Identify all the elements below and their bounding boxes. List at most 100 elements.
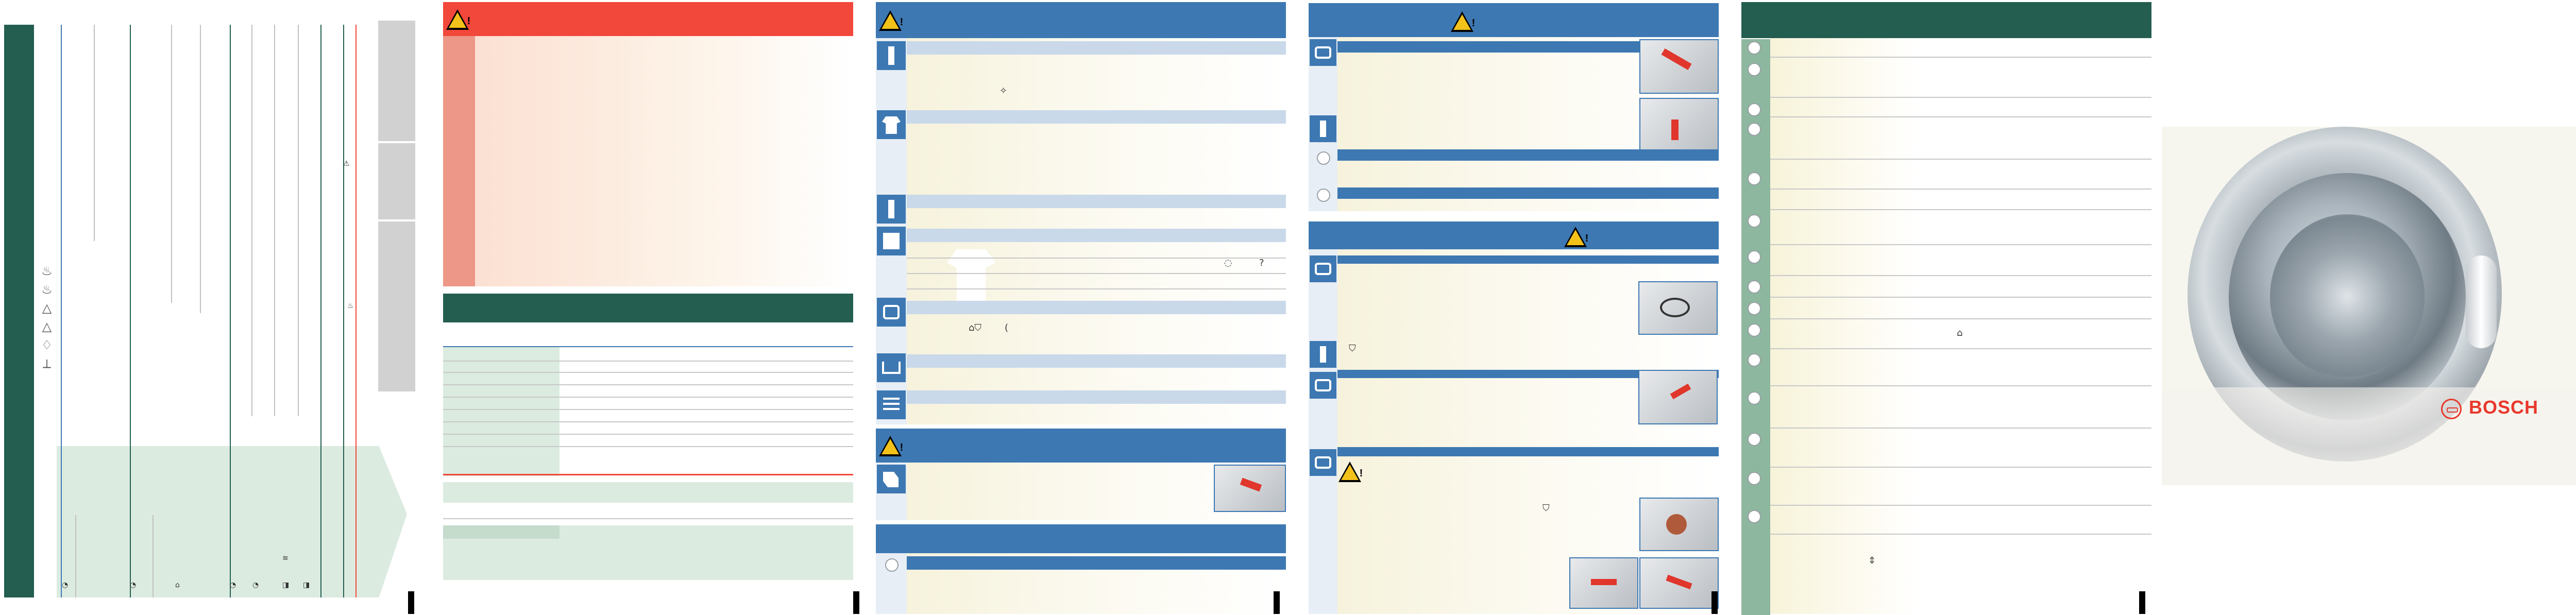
grey-box <box>378 221 415 391</box>
label-row <box>907 288 1286 289</box>
subheader-bar <box>1337 187 1719 199</box>
crop-mark <box>1711 591 1718 614</box>
table-row <box>443 518 853 519</box>
radio-circle-icon <box>1748 63 1761 76</box>
info-icon <box>1310 341 1336 368</box>
radio-circle-icon <box>1748 123 1761 136</box>
subheader-bar <box>907 390 1286 404</box>
warning-header <box>1309 3 1719 37</box>
radio-circle-icon <box>1748 41 1761 55</box>
column-line <box>251 25 252 416</box>
care-symbols-icon: ♨♨△△♢⟂ <box>41 264 53 371</box>
list-divider <box>1770 189 2151 190</box>
subheader-bar <box>1337 255 1719 264</box>
maintenance-photo <box>1569 557 1638 609</box>
grey-box <box>378 21 415 141</box>
subheader-bar <box>1337 41 1667 53</box>
detergent-icon <box>877 465 906 493</box>
radio-circle-icon <box>1748 323 1761 337</box>
symbol-icon: ◌ <box>1224 258 1232 268</box>
column-line <box>75 515 76 597</box>
red-rule <box>443 474 853 475</box>
list-divider <box>1770 57 2151 58</box>
panel-cover: BOSCH <box>2162 127 2576 485</box>
warning-sidebar <box>443 36 475 286</box>
table-row <box>443 446 853 447</box>
subheader-bar <box>907 41 1286 55</box>
symbol-icon: ◔ <box>62 581 69 589</box>
panel-maintenance: ! ! ⛉ ! ⛉ <box>1309 0 1721 614</box>
maintenance-photo <box>1639 39 1719 94</box>
radio-circle-icon <box>1748 433 1761 446</box>
list-divider <box>1770 534 2151 535</box>
radio-circle-icon <box>1748 250 1761 264</box>
list-divider <box>1770 318 2151 319</box>
radio-circle-icon <box>1748 172 1761 185</box>
info-icon <box>1310 115 1336 142</box>
table-row <box>443 409 853 410</box>
symbol-icon: ◔ <box>230 581 236 589</box>
maintenance-photo <box>1639 498 1719 551</box>
info-icon <box>877 195 906 224</box>
symbol-icon: ◔ <box>130 581 137 589</box>
column-line <box>130 25 131 597</box>
list-divider <box>1770 244 2151 245</box>
list-divider <box>1770 159 2151 160</box>
table-footer-arrow <box>57 446 407 597</box>
tap-icon <box>877 298 906 327</box>
table-row <box>443 397 853 398</box>
warning-triangle-icon: ! <box>1451 11 1475 32</box>
shirt-icon <box>877 110 906 139</box>
symbol-icon: ◨ <box>282 581 290 589</box>
brand-band <box>2162 387 2576 485</box>
list-divider <box>1770 467 2151 468</box>
warning-body <box>475 36 853 286</box>
maintenance-photo <box>1638 370 1718 424</box>
section-header <box>876 524 1286 553</box>
symbol-icon: ◨ <box>303 581 310 589</box>
column-line <box>274 25 275 416</box>
subheader-bar <box>1337 370 1719 378</box>
radio-circle-icon <box>1748 103 1761 116</box>
column-line <box>200 25 201 313</box>
radio-circle-icon <box>885 558 899 572</box>
subheader-bar <box>907 229 1286 242</box>
symbol-icon: ◔ <box>252 581 259 589</box>
content-area <box>1337 161 1719 211</box>
symbol-icon: ⌂ <box>1957 328 1963 338</box>
symbol-icon: ⛉ <box>1543 503 1550 514</box>
radio-circle-icon <box>1748 510 1761 523</box>
table-row <box>443 421 853 422</box>
brand-logo: BOSCH <box>2469 397 2539 418</box>
radio-circle-icon <box>1748 472 1761 485</box>
radio-circle-icon <box>1317 151 1330 165</box>
warning-header <box>443 2 853 36</box>
symbol-icon: ( <box>1005 322 1009 333</box>
subheader-bar <box>907 556 1286 570</box>
list-divider <box>1770 505 2151 506</box>
table-rule <box>443 346 853 347</box>
crop-mark <box>853 591 859 614</box>
list-divider <box>1770 209 2151 210</box>
symbol-icon: ≋ <box>282 554 289 562</box>
maintenance-photo <box>1638 281 1718 335</box>
table-row <box>443 361 853 362</box>
warning-triangle-icon: ! <box>446 9 470 30</box>
radio-circle-icon <box>1317 189 1330 202</box>
list-divider <box>1770 116 2151 117</box>
tap-icon <box>1310 39 1336 66</box>
door-handle <box>2466 255 2497 348</box>
list-divider <box>1770 385 2151 386</box>
symbol-icon: ⌂ <box>175 581 180 589</box>
column-line <box>298 25 299 416</box>
bosch-logo-icon <box>2441 399 2462 419</box>
list-divider <box>1770 297 2151 298</box>
table-row <box>443 384 853 385</box>
crop-mark <box>408 591 414 614</box>
list-divider <box>1770 348 2151 349</box>
symbol-icon: ⌂⛉ <box>969 322 981 333</box>
warning-header <box>876 2 1286 38</box>
subheader-bar <box>907 301 1286 314</box>
fade-column <box>1770 38 2141 614</box>
list-divider <box>1770 428 2151 429</box>
